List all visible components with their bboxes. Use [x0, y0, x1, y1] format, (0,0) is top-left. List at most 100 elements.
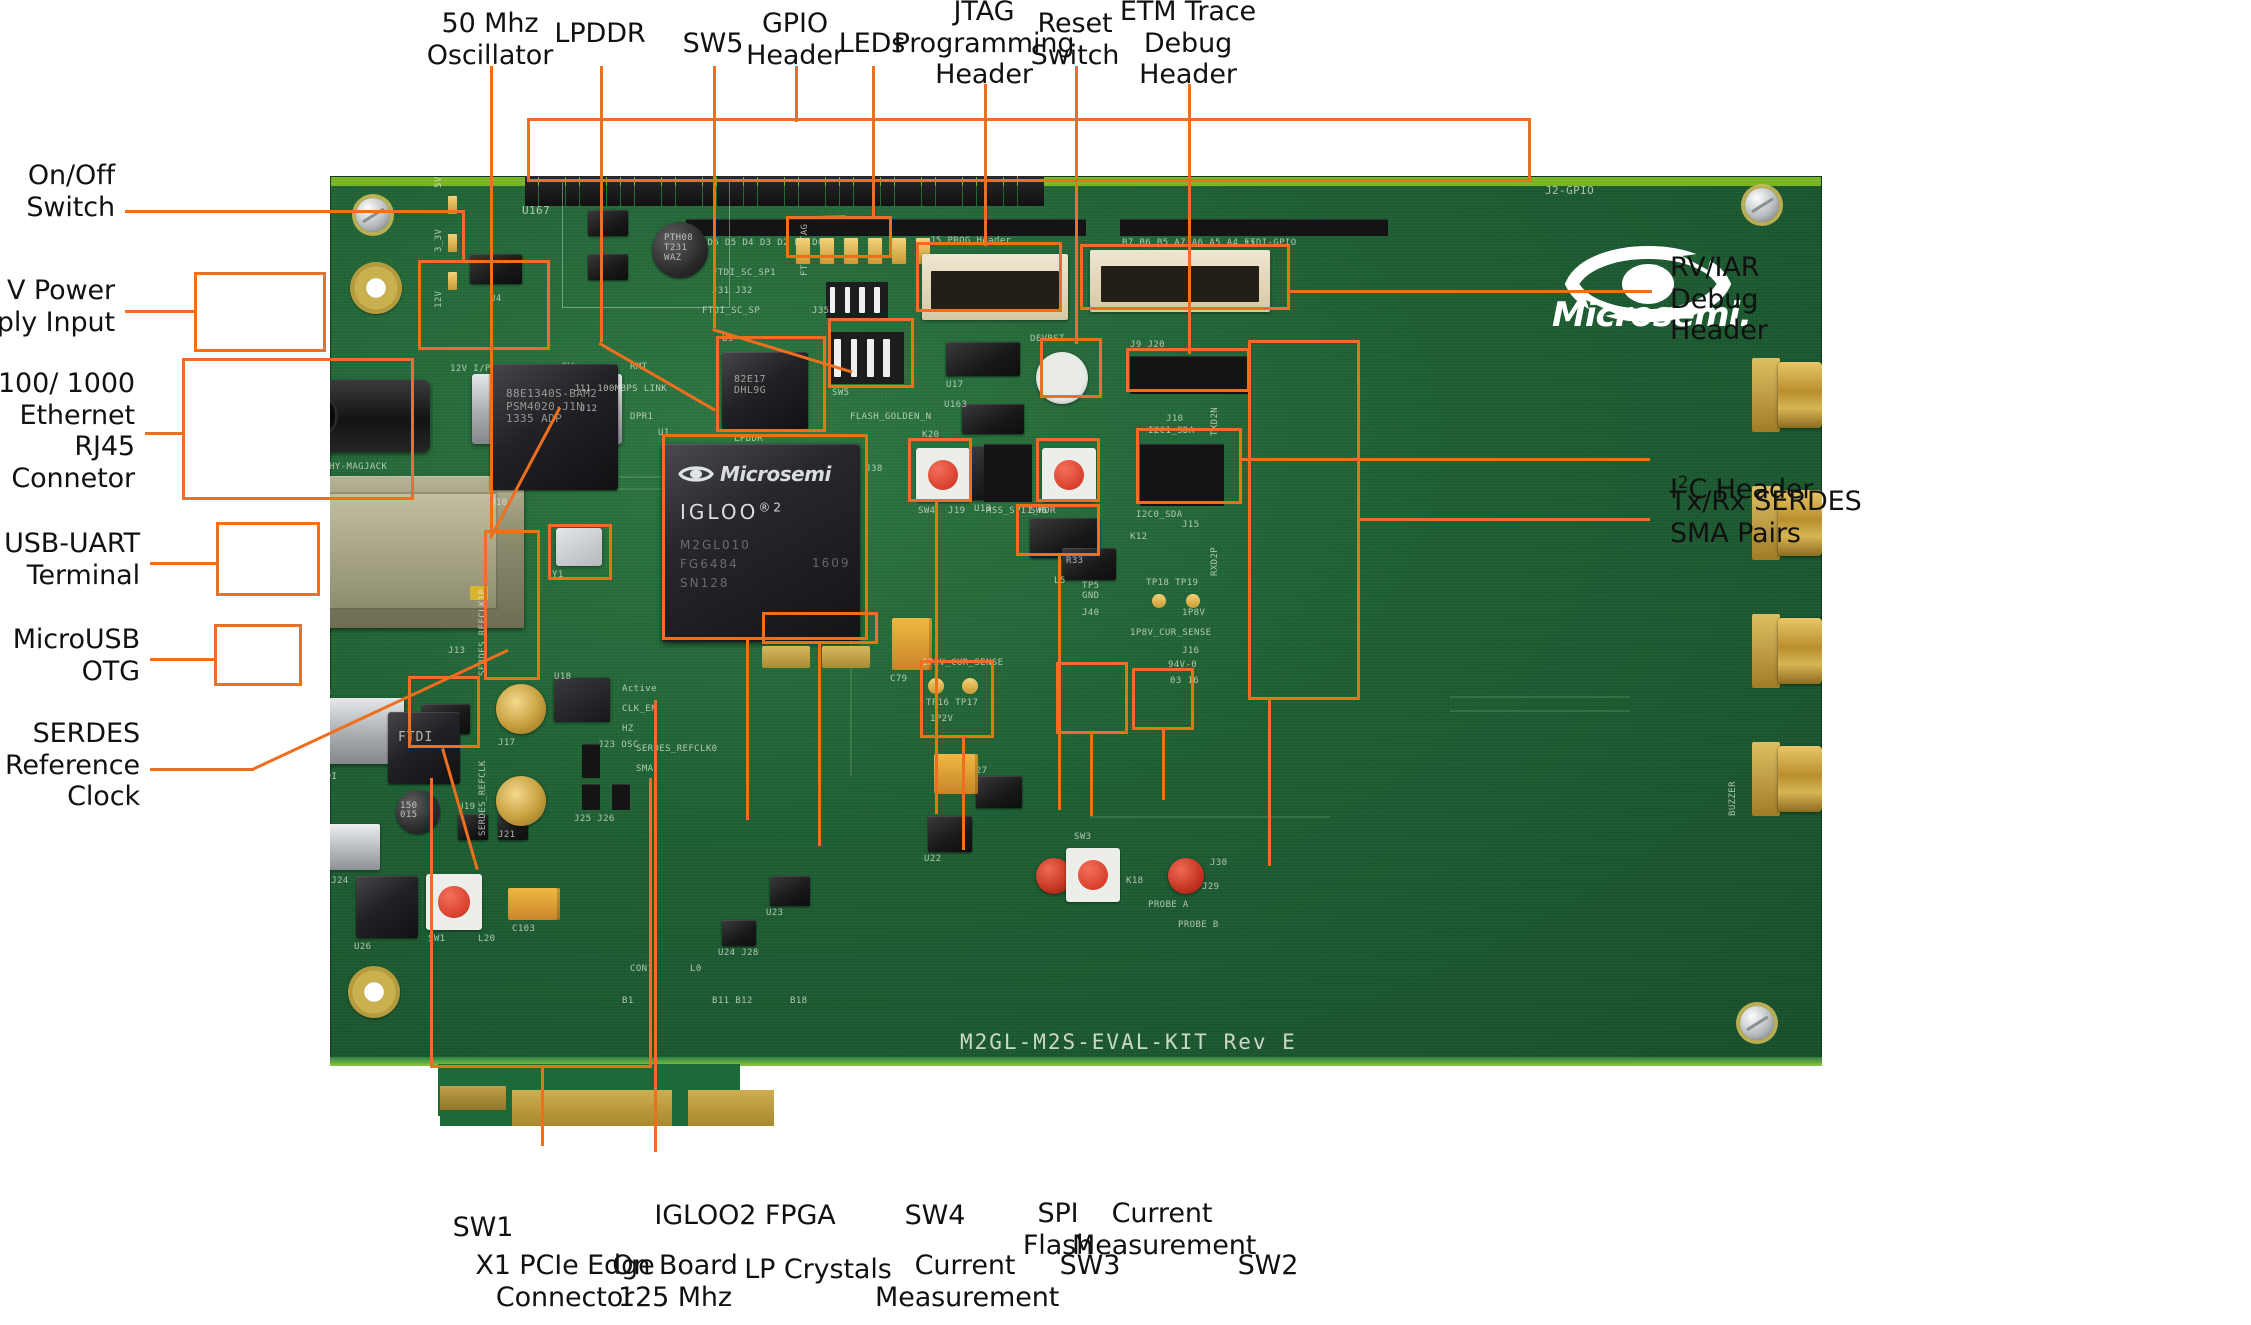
highlight-lp-crystals — [762, 612, 878, 644]
silk-3v3: 3_3V — [434, 228, 444, 252]
silk-j17: J17 — [498, 738, 516, 748]
serdes-sma-connector-j21[interactable] — [496, 776, 546, 826]
led-3v3 — [448, 234, 457, 252]
highlight-sma-pairs — [1248, 340, 1360, 700]
label-sw3: SW3 — [1059, 1250, 1121, 1281]
leader-leds — [872, 66, 875, 218]
highlight-usb-uart — [216, 522, 320, 596]
silk-mss-spi1: MSS_SPI1_HDR — [986, 506, 1056, 516]
highlight-microusb-otg — [214, 624, 302, 686]
highlight-current-measurement-a — [920, 660, 994, 738]
jumper-j22[interactable] — [582, 744, 600, 778]
spi1-header[interactable] — [984, 444, 1032, 502]
lp-crystal-2 — [822, 646, 870, 668]
label-50mhz-oscillator: 50 Mhz Oscillator — [426, 8, 554, 71]
sw5-dip-switch-2[interactable] — [826, 282, 888, 318]
silk-hz: HZ — [622, 724, 634, 734]
silk-c103: C103 — [512, 924, 536, 934]
label-usb-uart-terminal: USB-UART Terminal — [4, 528, 140, 591]
mounting-screw-bottom-right — [1740, 1006, 1774, 1040]
highlight-sw5 — [828, 318, 914, 388]
silk-1p2v-cur-sense: 1P2V_CUR_SENSE — [922, 658, 1004, 668]
silk-serdes-refclk0: SERDES_REFCLK0 — [636, 744, 718, 754]
highlight-i2c-header — [1136, 428, 1242, 504]
sma-connector-3[interactable] — [1752, 614, 1822, 688]
label-microusb-otg: MicroUSB OTG — [12, 624, 140, 687]
label-i2c-superscript: 2 — [1677, 471, 1689, 492]
silk-con1: CON1 — [630, 964, 654, 974]
silk-i2c1-sda: I2C1_SDA — [1148, 426, 1195, 436]
ethernet-phy-ic — [490, 364, 618, 490]
leader-spiflash — [1058, 556, 1061, 810]
silk-ftdi: FTDI — [330, 772, 338, 782]
jumper-j26[interactable] — [612, 784, 630, 810]
highlight-etm-trace-header — [1126, 348, 1250, 392]
silk-magjack: ETH-PHY-MAGJACK — [330, 462, 388, 472]
silk-94v0: 94V-0 — [1168, 660, 1198, 670]
silk-sw5: SW5 — [832, 388, 850, 398]
leader-microusb — [150, 658, 216, 661]
leader-curmeas2 — [1162, 730, 1165, 800]
current-measurement-post-b[interactable] — [1168, 858, 1204, 894]
etm-trace-debug-header[interactable] — [1130, 356, 1250, 394]
sw6-push-button[interactable] — [1042, 448, 1096, 502]
user-led-5 — [892, 238, 906, 264]
silk-b11: B11 B12 — [712, 996, 753, 1006]
silk-j13: J13 — [448, 646, 466, 656]
silk-sw6: SW6 — [1030, 506, 1048, 516]
u22-ic — [928, 816, 972, 852]
sw5-dip-switch[interactable] — [830, 332, 904, 384]
serdes-sma-connector-j17[interactable] — [496, 684, 546, 734]
led-12v — [448, 272, 457, 290]
leader-onoff — [125, 210, 465, 213]
rviar-debug-header[interactable] — [1090, 250, 1270, 312]
tantalum-cap-c103 — [508, 888, 560, 920]
u163-ic — [962, 404, 1024, 434]
label-i2c-header: I2C Header — [1670, 442, 1970, 505]
silk-u4: U4 — [490, 294, 502, 304]
u26-qfp-ic — [356, 876, 418, 938]
silk-j5-prog: J5 PROG Header — [930, 236, 1012, 246]
silk-u10: U10 — [490, 498, 508, 508]
pcie-edge-fingers-group-b — [688, 1090, 774, 1126]
silk-1p8v: 1P8V — [1182, 608, 1206, 618]
sw1-push-button[interactable] — [426, 874, 482, 930]
silk-date-code: 03 16 — [1170, 676, 1200, 686]
u17-ic — [946, 342, 1020, 376]
leader-gpio — [795, 66, 798, 122]
leader-curmeas1 — [962, 738, 965, 850]
i2c-header[interactable] — [1140, 444, 1224, 506]
silk-1p2v: 1P2V — [930, 714, 954, 724]
sw4-push-button[interactable] — [916, 448, 970, 502]
current-sense-tp-1p2v-b — [962, 678, 978, 694]
silk-active: Active — [622, 684, 657, 694]
leader-sw4 — [935, 502, 938, 814]
jumper-j25[interactable] — [582, 784, 600, 810]
label-sw1: SW1 — [452, 1212, 514, 1243]
label-current-measurement-2: Current Measurement — [1072, 1198, 1257, 1261]
leader-sw2 — [1268, 700, 1271, 866]
microusb-otg-connector[interactable] — [330, 824, 380, 870]
sw3-push-button[interactable] — [1066, 848, 1120, 902]
tantalum-cap-bottom — [934, 754, 978, 794]
silk-k20: K20 — [922, 430, 940, 440]
sma-connector-4[interactable] — [1752, 742, 1822, 816]
silk-j30: J30 — [1210, 858, 1228, 868]
fpga-date-code: 1609 — [812, 556, 851, 570]
silk-ftdi-sc-sp: FTDI_SC_SP — [702, 306, 761, 316]
label-serdes-sma-pairs: Tx/Rx SERDES SMA Pairs — [1670, 486, 1862, 549]
label-etm-trace-debug-header: ETM Trace Debug Header — [1119, 0, 1257, 91]
label-spi-flash: SPI Flash — [1022, 1198, 1094, 1261]
led-5v — [448, 196, 457, 214]
leader-sw5 — [713, 66, 716, 328]
leader-jtag — [984, 84, 987, 246]
leader-rviar — [1290, 290, 1652, 293]
label-serdes-reference-clock: SERDES Reference Clock — [4, 718, 140, 813]
sma-connector-1[interactable] — [1752, 358, 1822, 432]
sma-connector-2[interactable] — [1752, 486, 1822, 560]
silk-ftdi-sc-sp1: FTDI_SC_SP1 — [712, 268, 777, 278]
pcie-edge-gold-tab — [440, 1086, 506, 1110]
